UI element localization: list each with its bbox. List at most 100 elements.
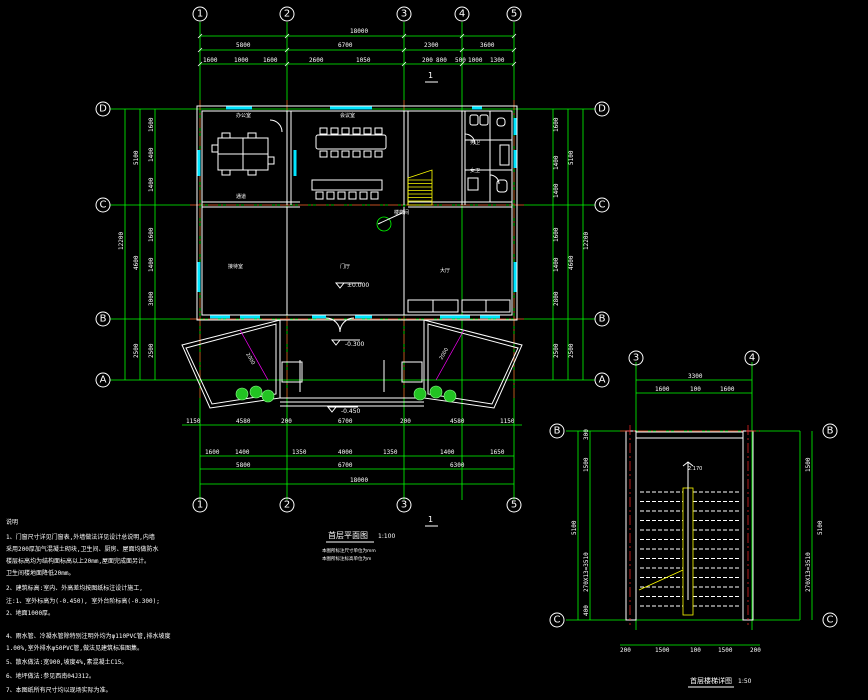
top-sub-1: 1600 bbox=[203, 57, 218, 64]
stair-side-1: 300 bbox=[583, 429, 590, 440]
axis-label-B-right: B bbox=[599, 314, 606, 325]
dimension-tick bbox=[401, 61, 407, 67]
stair-axis-C-right: C bbox=[827, 615, 834, 626]
axis-label-A-right: A bbox=[599, 375, 606, 386]
bot-sub-2: 1400 bbox=[235, 449, 250, 456]
note-line-4: 卫生间楼地面降低20mm。 bbox=[6, 569, 74, 577]
plan-axis-bubbles-y: D C B A D C B A bbox=[95, 101, 610, 388]
top-sub-3: 1600 bbox=[263, 57, 278, 64]
right-big-3: 2500 bbox=[568, 343, 575, 358]
plan-scale: 1:100 bbox=[378, 533, 395, 540]
axis-label-1-bottom: 1 bbox=[197, 500, 203, 511]
left-big-3: 2500 bbox=[133, 343, 140, 358]
dimension-tick bbox=[459, 61, 465, 67]
section-mark-bottom: 1 bbox=[428, 515, 433, 524]
dimension-tick bbox=[511, 47, 517, 53]
design-notes: 说明 1、门窗尺寸详见门窗表,外墙做法详见设计总说明,内墙 采用200厚加气混凝… bbox=[6, 518, 171, 694]
audience-chair bbox=[359, 191, 368, 200]
bot-sub-5: 1350 bbox=[383, 449, 398, 456]
note-line-10: 5、散水做法:宽900,坡度4%,素混凝土C15。 bbox=[6, 658, 127, 666]
plant-shrub bbox=[413, 387, 427, 401]
room-hall: 大厅 bbox=[440, 267, 450, 274]
stair-scale: 1:50 bbox=[738, 678, 752, 685]
stair-axis-B-right: B bbox=[827, 426, 834, 437]
stair-title: 首层楼梯详图 bbox=[690, 676, 732, 685]
plant-shrub bbox=[429, 385, 443, 399]
plan-walls bbox=[196, 105, 518, 321]
bot-span-2: 6700 bbox=[338, 462, 353, 469]
right-dim-4: 1600 bbox=[553, 227, 560, 242]
dimension-tick bbox=[511, 33, 517, 39]
stair-top-total: 3300 bbox=[688, 373, 703, 380]
bot-sub-6: 1400 bbox=[440, 449, 455, 456]
stair-axis-4: 4 bbox=[749, 353, 755, 364]
stair-left-1: 1500 bbox=[583, 457, 590, 472]
bot-outer-6: 4580 bbox=[450, 418, 465, 425]
meeting-chair bbox=[341, 127, 350, 135]
meeting-chair bbox=[374, 150, 383, 158]
meeting-chair bbox=[319, 127, 328, 135]
meeting-furniture bbox=[311, 127, 387, 200]
left-big-1: 5100 bbox=[133, 150, 140, 165]
stair-bot-3: 100 bbox=[690, 647, 701, 654]
porch-dim-left: 2000 bbox=[244, 352, 256, 366]
stair-top-sub-2: 100 bbox=[690, 386, 701, 393]
stair-bot-1: 200 bbox=[620, 647, 631, 654]
axis-label-B-left: B bbox=[100, 314, 107, 325]
bot-total: 18000 bbox=[350, 477, 368, 484]
audience-chair bbox=[348, 191, 357, 200]
dimension-tick bbox=[284, 61, 290, 67]
stair-right-1: 1500 bbox=[805, 457, 812, 472]
plan-title: 首层平面图 bbox=[328, 530, 368, 540]
room-women: 女卫 bbox=[470, 167, 480, 174]
note-line-12: 7、本图纸所有尺寸均以现场实际为准。 bbox=[6, 686, 112, 694]
top-span-2: 6700 bbox=[338, 42, 353, 49]
left-big-4: 12200 bbox=[118, 232, 125, 250]
room-corridor: 通道 bbox=[236, 193, 246, 200]
dimension-tick bbox=[197, 33, 203, 39]
stair-axis-B-left: B bbox=[554, 426, 561, 437]
dimension-tick bbox=[459, 47, 465, 53]
doors bbox=[269, 119, 500, 333]
axis-label-3-bottom: 3 bbox=[401, 500, 407, 511]
note-line-6: 注:1、室外标高为(-0.450), 室外台阶标高(-0.300); bbox=[6, 597, 160, 605]
plant-shrub bbox=[249, 385, 263, 399]
axis-label-D-left: D bbox=[99, 104, 107, 115]
top-sub-5: 1050 bbox=[356, 57, 371, 64]
top-sub-2: 1000 bbox=[234, 57, 249, 64]
left-dim-1: 1600 bbox=[148, 117, 155, 132]
left-big-2: 4600 bbox=[133, 255, 140, 270]
top-sub-4: 2600 bbox=[309, 57, 324, 64]
note-line-7: 2、地面1000厚。 bbox=[6, 609, 54, 617]
section-mark-top: 1 bbox=[428, 71, 433, 80]
meeting-chair bbox=[330, 127, 339, 135]
plan-title-block: 首层平面图 1:100 本图所标注尺寸单位为mm 本图所标注标高单位为m bbox=[322, 530, 395, 562]
top-sub-9: 1000 bbox=[468, 57, 483, 64]
room-reception: 接待室 bbox=[228, 263, 243, 270]
axis-label-2-top: 2 bbox=[284, 9, 290, 20]
dimension-tick bbox=[284, 47, 290, 53]
right-dim-5: 1400 bbox=[553, 257, 560, 272]
office-furniture bbox=[211, 132, 275, 176]
room-office: 办公室 bbox=[236, 112, 251, 119]
axis-label-1-top: 1 bbox=[197, 9, 203, 20]
stair-detail: 3 4 B C B C 3300 1600 100 1600 2.170 150… bbox=[549, 350, 838, 688]
stair-top-sub-3: 1600 bbox=[720, 386, 735, 393]
bot-span-3: 6300 bbox=[450, 462, 465, 469]
left-dim-7: 2500 bbox=[148, 343, 155, 358]
axis-label-5-bottom: 5 bbox=[511, 500, 517, 511]
stair-top-sub-1: 1600 bbox=[655, 386, 670, 393]
right-big-1: 5100 bbox=[568, 150, 575, 165]
dimension-tick bbox=[284, 33, 290, 39]
meeting-chair bbox=[330, 150, 339, 158]
plant-shrub bbox=[261, 389, 275, 403]
note-line-1: 1、门窗尺寸详见门窗表,外墙做法详见设计总说明,内墙 bbox=[6, 533, 155, 541]
top-span-1: 5800 bbox=[236, 42, 251, 49]
bot-sub-7: 1650 bbox=[490, 449, 505, 456]
top-dimensions: 18000 5800 6700 2300 3600 1600 1000 1600… bbox=[197, 28, 517, 83]
dimension-tick bbox=[197, 61, 203, 67]
axis-label-C-left: C bbox=[100, 200, 107, 211]
right-dim-1: 1600 bbox=[553, 117, 560, 132]
room-meeting: 会议室 bbox=[340, 112, 355, 119]
stair-right-2: 270X13=3510 bbox=[805, 552, 812, 592]
